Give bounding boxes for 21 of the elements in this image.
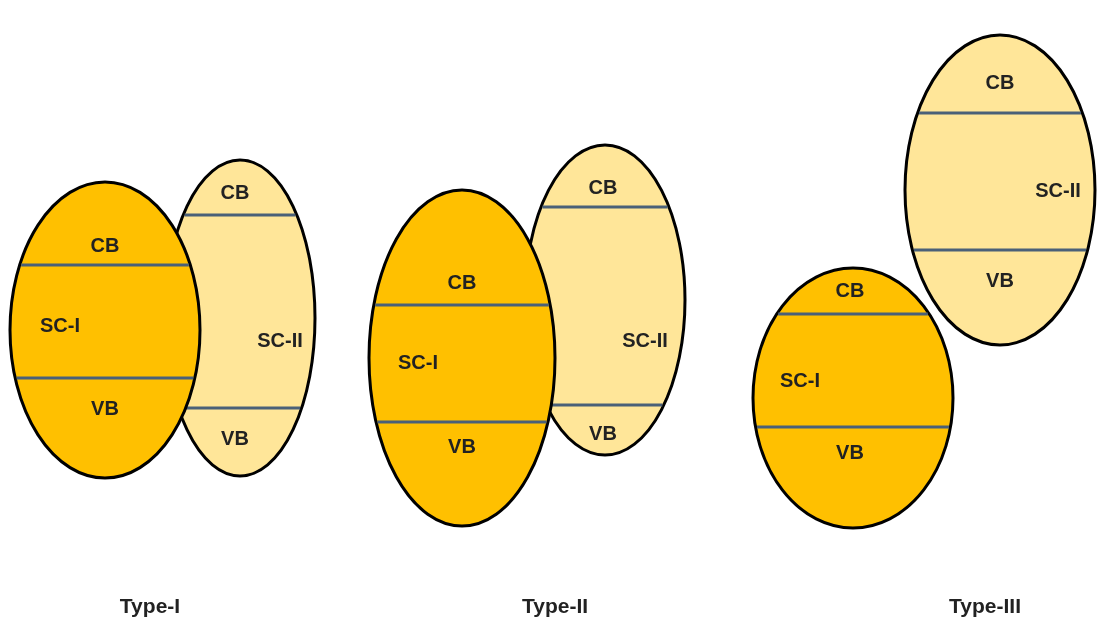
band-label: VB	[986, 268, 1014, 292]
band-label: CB	[447, 270, 477, 294]
type-label: Type-II	[521, 594, 589, 618]
band-label: CB	[835, 278, 865, 302]
band-label: VB	[448, 434, 476, 458]
semiconductor-label: SC-I	[398, 350, 438, 374]
type-label: Type-I	[119, 594, 181, 618]
band-label: CB	[588, 175, 618, 199]
semiconductor-label: SC-II	[622, 328, 668, 352]
band-label: CB	[985, 70, 1015, 94]
band-label: VB	[589, 421, 617, 445]
semiconductor-label: SC-I	[780, 368, 820, 392]
semiconductor-label: SC-II	[1035, 178, 1081, 202]
band-label: CB	[90, 233, 120, 257]
band-label: VB	[221, 426, 249, 450]
semiconductor-label: SC-II	[257, 328, 303, 352]
band-label: VB	[91, 396, 119, 420]
band-label: VB	[836, 440, 864, 464]
semiconductor-label: SC-I	[40, 313, 80, 337]
type-label: Type-III	[949, 594, 1021, 618]
band-label: CB	[220, 180, 250, 204]
